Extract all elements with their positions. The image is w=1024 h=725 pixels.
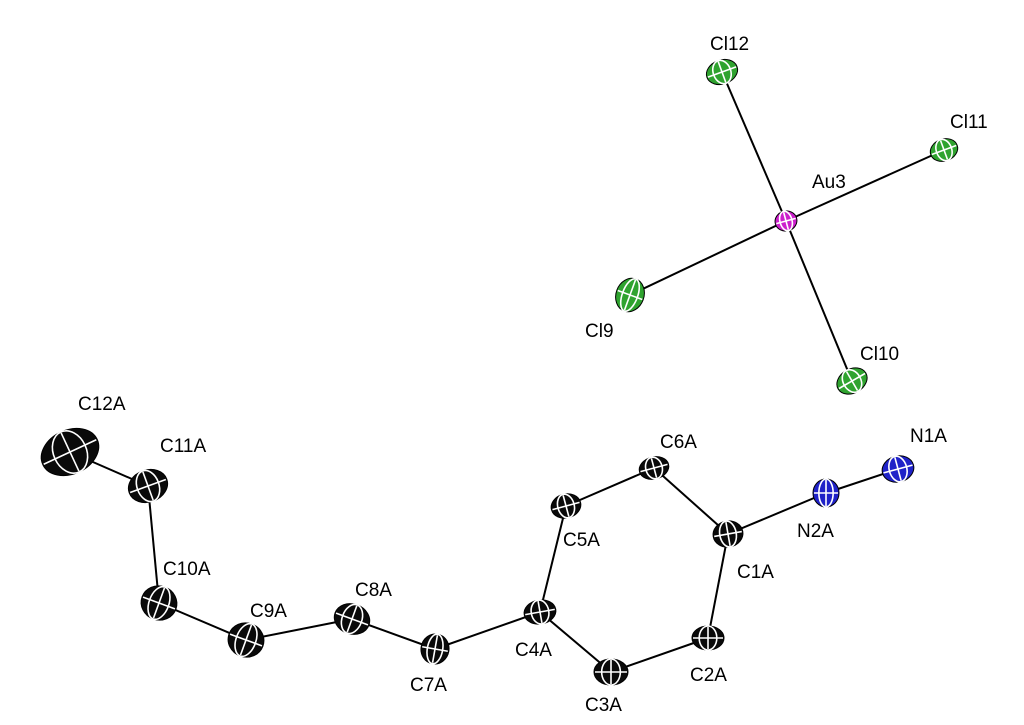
atom-layer [40,58,959,686]
ellipsoid-octant [711,59,733,85]
bond-c3a-c2a [610,637,709,673]
atom-label-cl9: Cl9 [585,321,614,342]
atom-label-c5a: C5A [563,530,600,551]
atom-cl12 [705,58,739,86]
atom-c11a [127,468,169,504]
ellipsoid-octant [51,430,89,474]
ellipsoid-octant [841,368,863,394]
atom-label-c2a: C2A [690,665,727,686]
ellipsoid-octant [644,456,664,480]
atom-label-c9a: C9A [250,601,287,622]
atom-label-au3: Au3 [812,172,846,193]
atom-c10a [140,585,178,621]
atom-c7a [420,633,450,665]
atom-c3a [593,658,629,686]
ellipsoid-octant [778,210,794,232]
ellipsoid-axis [725,522,731,546]
ellipsoid-octant [340,603,364,635]
ellipsoid-octant [135,469,161,503]
atom-c4a [523,599,557,625]
atom-c5a [550,493,582,519]
atom-label-c7a: C7A [410,675,447,696]
ellipsoid-axis [60,432,80,472]
ellipsoid-axis [717,61,727,83]
atom-label-cl12: Cl12 [710,34,749,55]
atom-c9a [227,622,265,658]
ellipsoid-octant [935,138,953,162]
atom-label-n2a: N2A [797,521,834,542]
ellipsoid-octant [530,599,550,625]
ellipsoid-axis [939,140,949,160]
bond-c4a-c7a [434,611,541,650]
ellipsoid-octant [556,493,576,519]
ellipsoid-axis [537,601,543,623]
bond-c6a-c5a [565,467,655,507]
bond-cl9-au3 [629,220,787,296]
atom-c12a [40,427,100,477]
bond-c5a-c4a [539,505,567,613]
ellipsoid-octant [818,478,834,508]
ellipsoid-axis [431,635,439,663]
ellipsoid-octant [698,625,718,651]
ellipsoid-octant [147,585,171,621]
bond-cl12-au3 [721,71,787,222]
atom-label-c1a: C1A [737,562,774,583]
atom-c6a [638,456,670,480]
atom-n2a [812,478,840,508]
atom-label-c3a: C3A [585,695,622,716]
bond-c4a-c3a [539,611,612,673]
ellipsoid-axis [142,471,154,501]
ellipsoid-axis [782,212,790,230]
ellipsoid-octant [234,622,258,658]
atom-label-c12a: C12A [78,394,126,415]
ellipsoid-axis [845,371,859,391]
atom-label-c6a: C6A [660,432,697,453]
ellipsoid-axis [152,587,166,619]
ellipsoid-octant [718,520,738,548]
ellipsoid-axis [894,457,902,481]
ellipsoid-octant [600,658,622,686]
atom-n1a [881,455,915,483]
ellipsoid-axis [562,495,570,517]
bond-c2a-c1a [707,533,729,639]
bond-c10a-c11a [147,485,160,604]
bond-layer [69,71,945,673]
bond-n2a-c1a [727,492,827,535]
atom-label-cl10: Cl10 [860,344,899,365]
atom-label-n1a: N1A [910,426,947,447]
atom-label-c10a: C10A [163,559,211,580]
ellipsoid-axis [346,605,358,633]
ellipsoid-axis [650,458,658,478]
atom-cl9 [615,277,645,313]
atom-c1a [712,520,744,548]
bond-c1a-c6a [653,467,729,535]
ellipsoid-octant [888,455,908,483]
atom-label-c4a: C4A [515,640,552,661]
atom-c8a [333,603,371,635]
ellipsoid-octant [426,633,444,665]
ellipsoid-octant [619,278,641,312]
bond-au3-cl10 [785,220,853,382]
atom-label-c11a: C11A [160,436,206,457]
atom-cl11 [929,138,959,162]
atom-label-cl11: Cl11 [950,112,988,133]
atom-label-c8a: C8A [355,580,392,601]
atom-c2a [691,625,725,651]
atom-cl10 [836,367,868,395]
ellipsoid-axis [239,624,253,656]
atom-au3 [774,210,798,232]
ellipsoid-axis [623,279,637,311]
bond-au3-cl11 [785,149,945,222]
